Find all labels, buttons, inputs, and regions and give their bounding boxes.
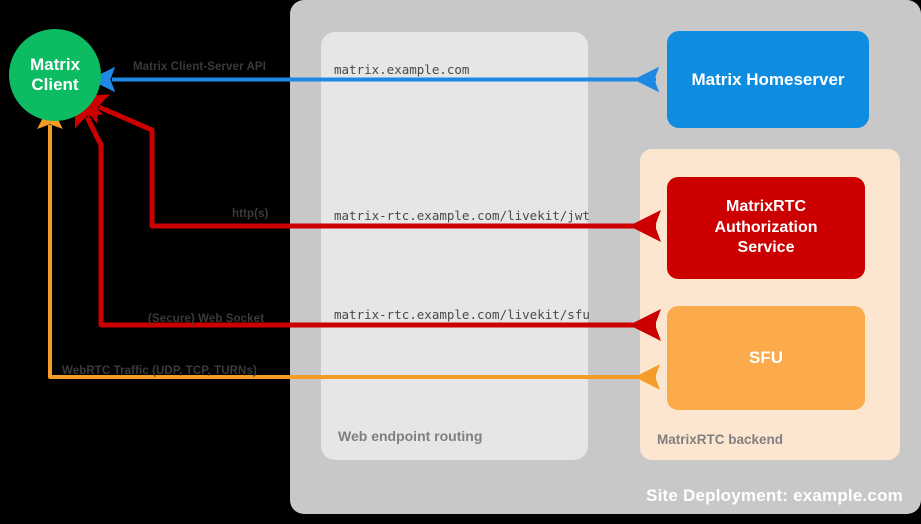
auth-service-label-line3: Service — [737, 239, 795, 257]
edge-label-secure-web-socket: (Secure) Web Socket — [148, 313, 265, 325]
sfu-label: SFU — [749, 348, 783, 367]
node-matrix-client[interactable]: Matrix Client — [9, 29, 101, 121]
matrix-client-label-line2: Client — [31, 75, 79, 94]
matrix-homeserver-label: Matrix Homeserver — [691, 69, 845, 89]
auth-service-label-line2: Authorization — [714, 218, 818, 236]
auth-service-label-line1: MatrixRTC — [725, 198, 806, 216]
edge-webrtc-traffic — [37, 103, 660, 390]
edge-label-matrix-client-server-api: Matrix Client-Server API — [133, 61, 266, 73]
edge-label-webrtc-traffic: WebRTC Traffic (UDP, TCP, TURNs) — [62, 365, 257, 377]
url-label-livekit-jwt: matrix-rtc.example.com/livekit/jwt — [334, 208, 590, 223]
site-deployment-label: Site Deployment: example.com — [646, 486, 903, 505]
matrix-client-label-line1: Matrix — [29, 54, 81, 74]
url-label-livekit-sfu: matrix-rtc.example.com/livekit/sfu — [334, 307, 590, 322]
node-matrixrtc-authorization-service[interactable]: MatrixRTC Authorization Service — [667, 177, 865, 279]
node-sfu[interactable]: SFU — [667, 306, 865, 410]
edge-label-http-s: http(s) — [232, 208, 269, 220]
web-endpoint-routing-label: Web endpoint routing — [338, 428, 483, 444]
matrixrtc-backend-label: MatrixRTC backend — [657, 432, 784, 447]
node-matrix-homeserver[interactable]: Matrix Homeserver — [667, 31, 869, 128]
url-label-matrix-example-com: matrix.example.com — [334, 62, 470, 77]
